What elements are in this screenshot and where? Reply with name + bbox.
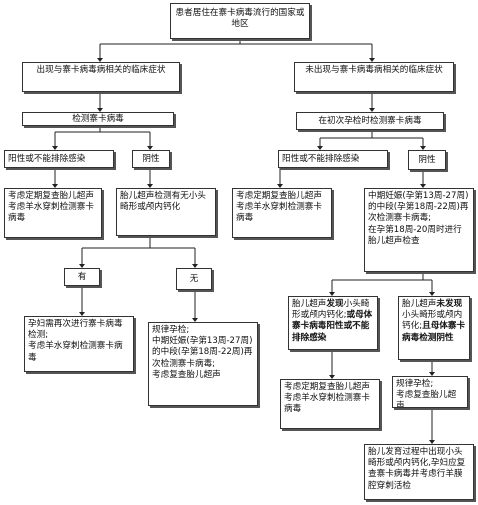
left-no-advice-2: 中期妊娠(孕第13周-27周)的中段(孕第18周-22周)再次检测寨卡病毒; [152, 336, 253, 369]
found-bold-1: 发现 [326, 299, 344, 309]
right-positive-advice-2: 考虑羊水穿刺检测寨卡病毒 [236, 202, 322, 224]
right-negative-advice-2: 在孕第18周-20周时进行胎儿超声检查 [368, 224, 462, 246]
right-title-text: 未出现与寨卡病毒病相关的临床症状 [305, 65, 443, 75]
left-yes-text: 有 [77, 272, 87, 282]
right-negative-box: 阴性 [408, 150, 446, 170]
left-positive-advice-box: 考虑定期复查胎儿超声 考虑羊水穿刺检测寨卡病毒 [4, 188, 102, 238]
left-positive-text: 阳性或不能排除感染 [8, 154, 86, 164]
found-mid: 小头畸形或颅内钙化; [292, 299, 370, 321]
left-no-advice-1: 规律孕检; [152, 325, 190, 335]
found-bold-2: 或母体寨卡病毒阳性或不能排除感染 [292, 310, 373, 343]
left-title-box: 出现与寨卡病毒病相关的临床症状 [22, 62, 180, 92]
root-text: 患者居住在寨卡病毒流行的国家或地区 [175, 8, 305, 30]
right-title-box: 未出现与寨卡病毒病相关的临床症状 [294, 62, 454, 92]
right-test-box: 在初次孕检时检测寨卡病毒 [296, 112, 444, 130]
left-positive-advice-1: 考虑定期复查胎儿超声 [8, 191, 94, 201]
left-test-box: 检测寨卡病毒 [22, 112, 174, 126]
left-no-box: 无 [176, 268, 212, 290]
left-no-advice-3: 考虑复查胎儿超声 [152, 369, 221, 380]
right-found-advice-1: 考虑定期复查胎儿超声 [284, 382, 370, 392]
right-found-advice-box: 考虑定期复查胎儿超声 考虑羊水穿刺检测寨卡病毒 [280, 379, 380, 429]
right-final-box: 胎儿发育过程中出现小头畸形或颅内钙化,孕妇应复查寨卡病毒并考虑行羊膜腔穿刺活检 [364, 444, 474, 500]
right-negative-advice-box: 中期妊娠(孕第13周-27周)的中段(孕第18周-22周)再次检测寨卡病毒; 在… [364, 188, 474, 272]
left-no-text: 无 [189, 274, 199, 284]
right-notfound-advice-1: 规律孕检; [396, 379, 434, 389]
left-positive-advice-2: 考虑羊水穿刺检测寨卡病毒 [8, 202, 94, 224]
left-no-advice-box: 规律孕检; 中期妊娠(孕第13周-27周)的中段(孕第18周-22周)再次检测寨… [148, 322, 258, 406]
notfound-mid: 小头畸形或颅内钙化; [402, 310, 463, 332]
right-found-box: 胎儿超声发现小头畸形或颅内钙化;或母体寨卡病毒阳性或不能排除感染 [288, 296, 378, 350]
left-yes-advice-1: 孕妇需再次进行寨卡病毒检测; [28, 319, 123, 341]
right-test-text: 在初次孕检时检测寨卡病毒 [318, 116, 422, 126]
left-positive-box: 阳性或不能排除感染 [4, 150, 114, 168]
left-title-text: 出现与寨卡病毒病相关的临床症状 [36, 65, 166, 75]
right-found-advice-2: 考虑羊水穿刺检测寨卡病毒 [284, 393, 370, 415]
left-yes-advice-2: 考虑羊水穿刺检测寨卡病毒 [28, 341, 123, 363]
right-positive-box: 阳性或不能排除感染 [278, 150, 388, 168]
left-yes-advice-box: 孕妇需再次进行寨卡病毒检测; 考虑羊水穿刺检测寨卡病毒 [24, 316, 134, 372]
left-negative-advice-box: 胎儿超声检测有无小头畸形或颅内钙化 [116, 188, 216, 236]
left-negative-box: 阴性 [132, 150, 170, 168]
right-positive-advice-1: 考虑定期复查胎儿超声 [236, 191, 322, 201]
right-final-text: 胎儿发育过程中出现小头畸形或颅内钙化,孕妇应复查寨卡病毒并考虑行羊膜腔穿刺活检 [368, 447, 466, 491]
found-pre: 胎儿超声 [292, 299, 327, 309]
left-test-text: 检测寨卡病毒 [72, 114, 124, 124]
left-negative-text: 阴性 [142, 154, 160, 164]
left-yes-box: 有 [64, 268, 100, 286]
right-notfound-advice-2: 考虑复查胎儿超声 [396, 390, 457, 408]
root-box: 患者居住在寨卡病毒流行的国家或地区 [170, 3, 310, 39]
notfound-pre: 胎儿超声 [402, 299, 437, 309]
left-negative-advice-text: 胎儿超声检测有无小头畸形或颅内钙化 [120, 191, 206, 213]
notfound-bold-1: 未发现 [436, 299, 463, 309]
right-negative-text: 阴性 [418, 155, 436, 165]
notfound-bold-2: 且母体寨卡病毒检测阴性 [402, 321, 466, 343]
right-positive-text: 阳性或不能排除感染 [282, 154, 360, 164]
right-notfound-advice-box: 规律孕检; 考虑复查胎儿超声 [392, 376, 468, 408]
right-notfound-box: 胎儿超声未发现小头畸形或颅内钙化;且母体寨卡病毒检测阴性 [398, 296, 470, 360]
right-negative-advice-1: 中期妊娠(孕第13周-27周)的中段(孕第18周-22周)再次检测寨卡病毒; [368, 191, 469, 224]
right-positive-advice-box: 考虑定期复查胎儿超声 考虑羊水穿刺检测寨卡病毒 [232, 188, 332, 238]
